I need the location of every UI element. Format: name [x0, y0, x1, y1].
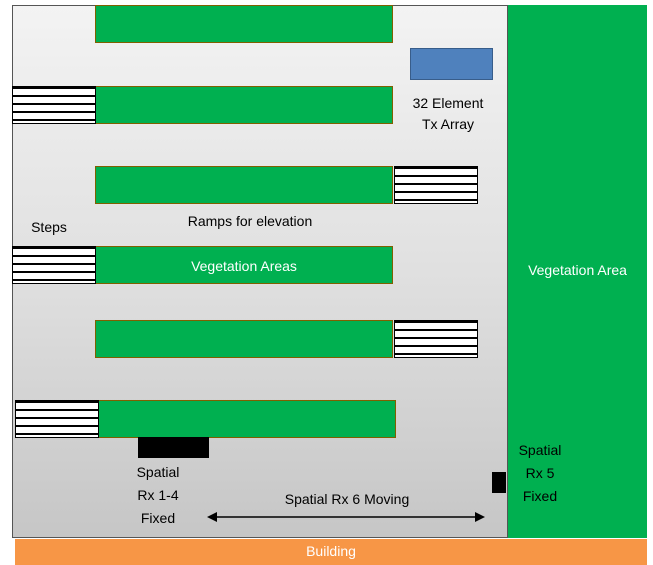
rx-5-label-line-1: Spatial [518, 442, 562, 458]
steps-5 [15, 400, 99, 438]
tx-array-label-line-2: Tx Array [421, 116, 475, 132]
rx-1-4-label-line-1: Spatial [136, 464, 180, 480]
rx-6-label: Spatial Rx 6 Moving [284, 491, 410, 507]
vegetation-strip-5 [95, 320, 393, 358]
rx-5-marker [492, 472, 506, 493]
vegetation-area-right: Vegetation Area [508, 5, 647, 538]
tx-array-label: 32 Element Tx Array [398, 93, 498, 135]
rx-5-label-line-2: Rx 5 [525, 465, 555, 481]
vegetation-strip-2 [95, 86, 393, 124]
tx-array-label-line-1: 32 Element [412, 95, 484, 111]
vegetation-areas-label: Vegetation Areas [191, 258, 297, 274]
ramps-label: Ramps for elevation [187, 213, 313, 229]
vegetation-strip-6 [98, 400, 396, 438]
tx-array [410, 48, 493, 80]
rx-1-4-marker [138, 437, 209, 458]
steps-4 [394, 320, 478, 358]
building: Building [15, 539, 647, 565]
rx-5-label-line-3: Fixed [522, 488, 558, 504]
vegetation-strip-3 [95, 166, 393, 204]
vegetation-strip-4: Vegetation Areas [95, 246, 393, 284]
rx-5-label: Spatial Rx 5 Fixed [510, 439, 570, 508]
rx-1-4-label-line-2: Rx 1-4 [137, 487, 179, 503]
steps-2 [394, 166, 478, 204]
rx-6-motion-arrow [207, 512, 485, 522]
steps-1 [12, 86, 96, 124]
vegetation-area-label: Vegetation Area [528, 262, 627, 278]
steps-3 [12, 246, 96, 284]
rx-1-4-label-line-3: Fixed [140, 510, 176, 526]
vegetation-strip-1 [95, 5, 393, 43]
steps-label: Steps [31, 219, 67, 235]
building-label: Building [306, 543, 356, 559]
rx-1-4-label: Spatial Rx 1-4 Fixed [126, 461, 190, 530]
